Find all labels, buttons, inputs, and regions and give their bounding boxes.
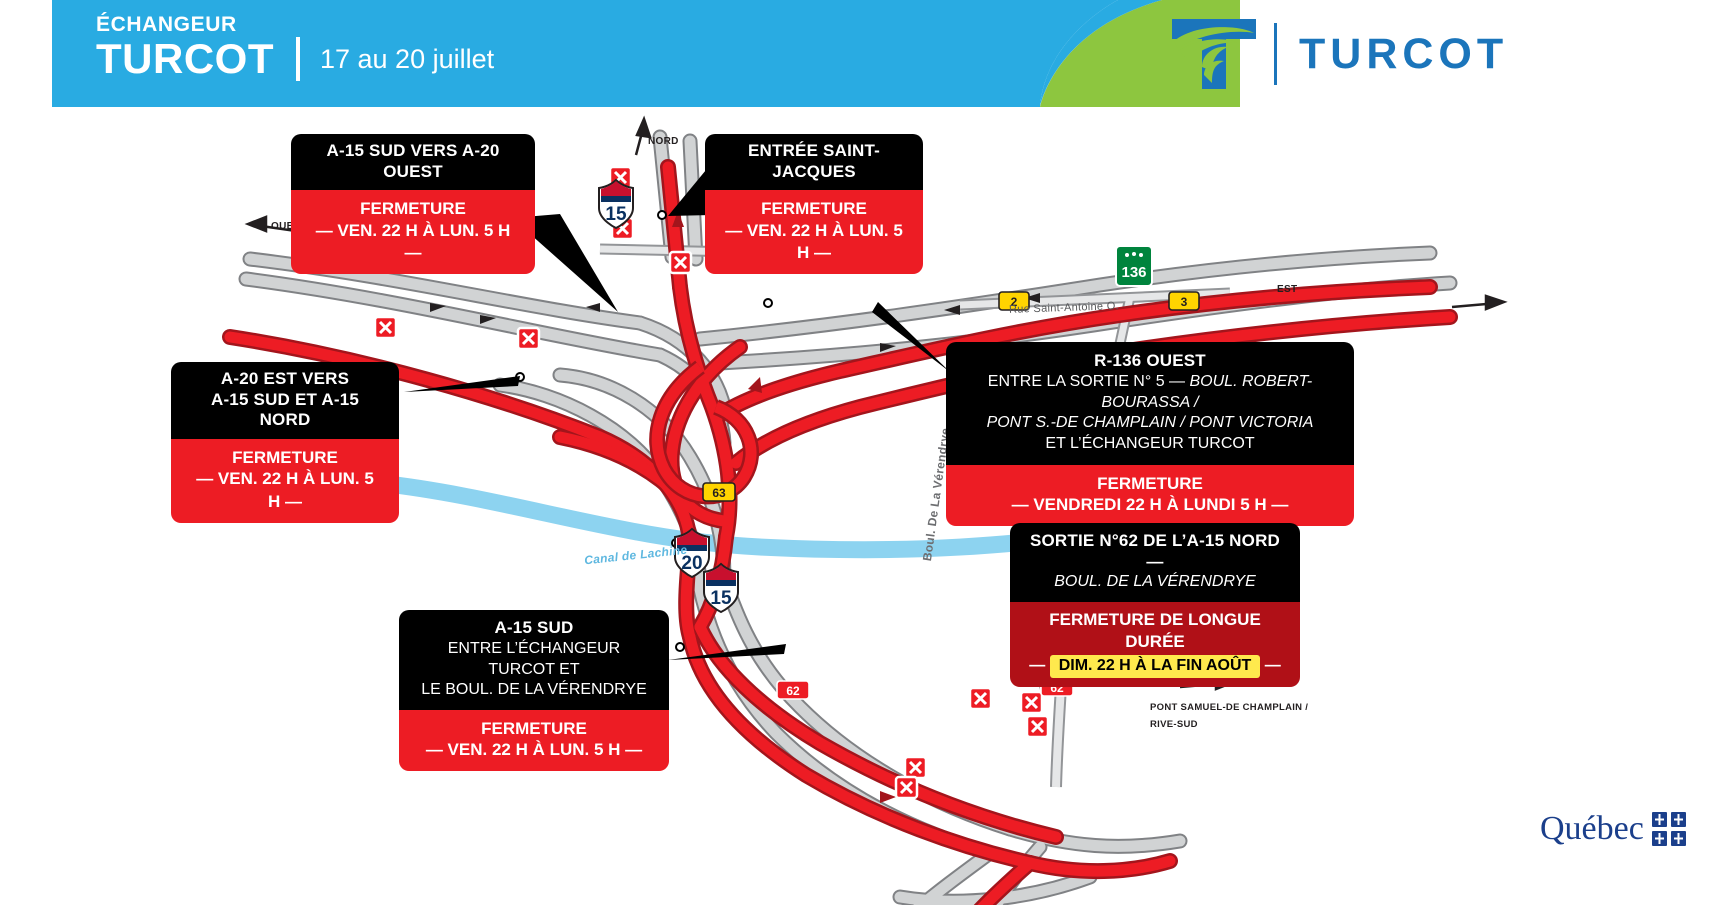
- callout-a20-est-vers-a15[interactable]: A-20 EST VERS A-15 SUD ET A-15 NORD FERM…: [171, 362, 399, 523]
- callout-title-bar: ENTRÉE SAINT-JACQUES: [705, 134, 923, 191]
- svg-text:2: 2: [1011, 295, 1018, 309]
- svg-text:63: 63: [712, 486, 726, 500]
- page-header: ÉCHANGEUR TURCOT 17 au 20 juillet: [52, 0, 1162, 107]
- callout-closure-bar: FERMETURE — VEN. 22 H À LUN. 5 H —: [705, 190, 923, 274]
- callout-a15-sud-vers-a20-ouest[interactable]: A-15 SUD VERS A-20 OUEST FERMETURE — VEN…: [291, 134, 535, 274]
- exit-tab-62-left: 62: [776, 680, 810, 700]
- svg-text:15: 15: [710, 588, 732, 609]
- page-title: TURCOT: [96, 35, 274, 82]
- map-label-ouest: OUEST: [271, 221, 307, 232]
- east-arrow: [1451, 294, 1508, 311]
- hours-highlight: DIM. 22 H À LA FIN AOÛT: [1049, 654, 1261, 678]
- svg-text:136: 136: [1121, 264, 1146, 281]
- map-label-est: EST: [1277, 284, 1298, 295]
- r136-detail-line1-plain: ENTRE LA SORTIE N° 5 —: [987, 372, 1190, 390]
- west-arrow: [244, 215, 297, 233]
- shield-a20: 20: [674, 527, 710, 579]
- callout-closure-bar: FERMETURE DE LONGUE DURÉE — DIM. 22 H À …: [1010, 602, 1300, 687]
- callout-title-bar: A-15 SUD VERS A-20 OUEST: [291, 134, 535, 191]
- hours-dash-right: —: [1264, 656, 1281, 674]
- north-arrow: [634, 115, 652, 156]
- map-label-pont-samuel: PONT SAMUEL-DE CHAMPLAIN /: [1150, 702, 1309, 713]
- logo-divider: [1274, 23, 1277, 85]
- a15sud-detail-line1: ENTRE L’ÉCHANGEUR TURCOT ET: [447, 639, 621, 678]
- callout-title-bar: A-15 SUD ENTRE L’ÉCHANGEUR TURCOT ET LE …: [399, 610, 669, 711]
- map-label-rive-sud: RIVE-SUD: [1150, 719, 1198, 730]
- header-supertitle: ÉCHANGEUR: [96, 13, 237, 36]
- turcot-logo: TURCOT: [1168, 16, 1588, 92]
- sortie62-subtitle: BOUL. DE LA VÉRENDRYE: [1054, 573, 1256, 591]
- shield-a15-north: 15: [598, 178, 634, 230]
- hours-dash-left: —: [1029, 656, 1046, 674]
- quebec-government-logo: Québec: [1540, 810, 1686, 848]
- header-divider: [295, 37, 300, 81]
- callout-entree-saint-jacques[interactable]: ENTRÉE SAINT-JACQUES FERMETURE — VEN. 22…: [705, 134, 923, 274]
- header-date-range: 17 au 20 juillet: [319, 43, 495, 74]
- callout-title-bar: SORTIE N°62 DE L’A-15 NORD — BOUL. DE LA…: [1010, 523, 1300, 603]
- callout-closure-bar: FERMETURE — VEN. 22 H À LUN. 5 H —: [291, 190, 535, 274]
- svg-text:20: 20: [681, 553, 702, 574]
- r136-detail-line2-italic: PONT S.-DE CHAMPLAIN / PONT VICTORIA: [986, 414, 1314, 432]
- map-label-nord: NORD: [648, 136, 679, 147]
- callout-sortie-62-a15-nord[interactable]: SORTIE N°62 DE L’A-15 NORD — BOUL. DE LA…: [1010, 523, 1300, 687]
- turcot-t-logo-icon: [1172, 19, 1256, 89]
- shield-a15-south: 15: [703, 562, 739, 614]
- quebec-fleurdelis-flag-icon: [1651, 812, 1686, 846]
- turcot-loop-ramp: [651, 362, 757, 502]
- callout-title-bar: R-136 OUEST ENTRE LA SORTIE N° 5 — BOUL.…: [946, 342, 1354, 465]
- callout-closure-bar: FERMETURE — VEN. 22 H À LUN. 5 H —: [171, 439, 399, 523]
- callout-closure-bar: FERMETURE — VENDREDI 22 H À LUNDI 5 H —: [946, 464, 1354, 527]
- callout-r136-ouest[interactable]: R-136 OUEST ENTRE LA SORTIE N° 5 — BOUL.…: [946, 342, 1354, 527]
- quebec-wordmark: Québec: [1540, 810, 1644, 847]
- callout-title-bar: A-20 EST VERS A-15 SUD ET A-15 NORD: [171, 362, 399, 440]
- callout-closure-bar: FERMETURE — VEN. 22 H À LUN. 5 H —: [399, 710, 669, 772]
- exit-tab-2: 2: [998, 291, 1030, 311]
- svg-text:62: 62: [786, 684, 800, 698]
- logo-wordmark: TURCOT: [1299, 29, 1509, 78]
- shield-r136: 136: [1115, 245, 1153, 287]
- callout-a15-sud[interactable]: A-15 SUD ENTRE L’ÉCHANGEUR TURCOT ET LE …: [399, 610, 669, 772]
- a15sud-detail-line2: LE BOUL. DE LA VÉRENDRYE: [421, 681, 647, 699]
- r136-detail-line1-italic: BOUL. ROBERT-BOURASSA /: [1101, 372, 1313, 411]
- exit-tab-3: 3: [1168, 291, 1200, 311]
- r136-detail-line3: ET L’ÉCHANGEUR TURCOT: [1045, 435, 1255, 453]
- exit-tab-63: 63: [702, 482, 736, 502]
- svg-text:3: 3: [1181, 295, 1188, 309]
- svg-text:15: 15: [605, 204, 627, 225]
